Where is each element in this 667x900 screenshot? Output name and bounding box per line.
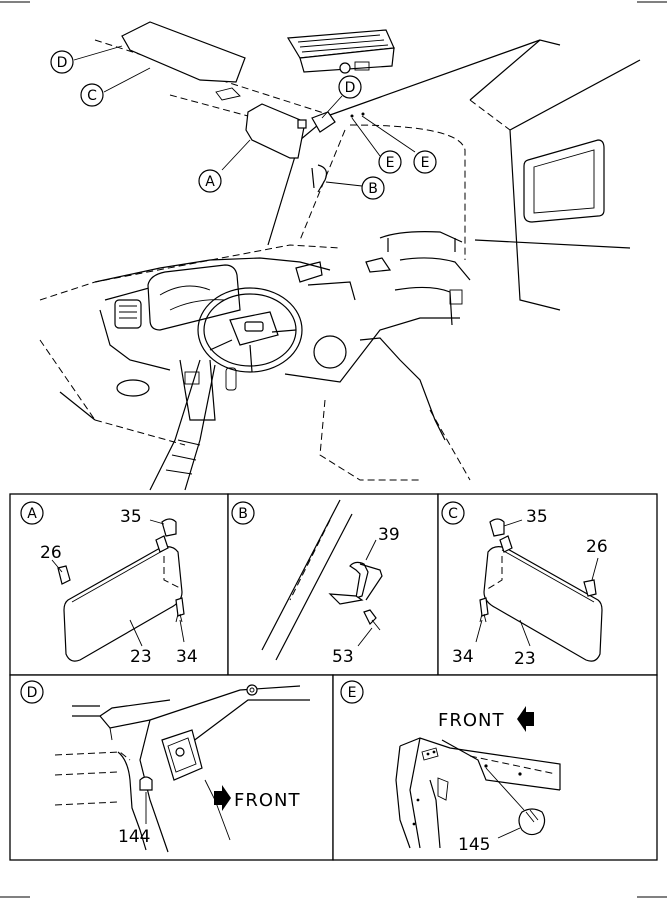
panel-e-leader	[497, 827, 521, 839]
svg-text:C: C	[87, 88, 97, 104]
callout-b-main: B	[361, 176, 385, 200]
detail-panel-b	[227, 493, 439, 676]
svg-text:C: C	[448, 506, 458, 522]
part-39-b: 39	[378, 525, 400, 545]
callout-a-main: A	[198, 169, 222, 193]
panel-c-leaders	[475, 519, 599, 647]
part-23-c: 23	[514, 649, 536, 669]
part-34-c: 34	[452, 647, 474, 667]
panel-a-leaders	[51, 519, 185, 647]
svg-text:E: E	[421, 155, 430, 171]
svg-text:D: D	[27, 685, 38, 701]
callout-e-right: E	[413, 150, 437, 174]
part-145-e: 145	[458, 835, 490, 855]
svg-text:A: A	[205, 174, 215, 190]
part-53-b: 53	[332, 647, 354, 667]
svg-text:E: E	[348, 685, 357, 701]
svg-text:D: D	[57, 55, 68, 71]
panel-e-letter: E	[340, 680, 364, 704]
callout-d-pillar: D	[338, 75, 362, 99]
svg-text:A: A	[27, 506, 37, 522]
svg-text:B: B	[238, 506, 248, 522]
front-label-e: FRONT	[438, 710, 505, 731]
svg-text:E: E	[386, 155, 395, 171]
part-26-c: 26	[586, 537, 608, 557]
assist-grip-drawing	[261, 499, 383, 661]
panel-b-leaders	[357, 539, 377, 647]
part-34-a: 34	[176, 647, 198, 667]
main-leader-lines	[73, 45, 416, 187]
callout-e-left: E	[378, 150, 402, 174]
panel-a-letter: A	[20, 501, 44, 525]
part-23-a: 23	[130, 647, 152, 667]
sun-visor-right-drawing	[479, 518, 603, 662]
panel-b-letter: B	[231, 501, 255, 525]
panel-c-letter: C	[441, 501, 465, 525]
part-144-d: 144	[118, 827, 150, 847]
front-arrow-d	[214, 785, 231, 811]
svg-text:B: B	[368, 181, 378, 197]
part-35-c: 35	[526, 507, 548, 527]
sun-visor-left-drawing	[57, 518, 185, 662]
panel-d-letter: D	[20, 680, 44, 704]
front-arrow-e	[517, 706, 534, 732]
detail-panel-e	[332, 674, 658, 861]
part-35-a: 35	[120, 507, 142, 527]
svg-text:D: D	[345, 80, 356, 96]
part-26-a: 26	[40, 543, 62, 563]
callout-c-main: C	[80, 83, 104, 107]
roof-rail-drawing	[395, 737, 561, 849]
front-label-d: FRONT	[234, 790, 301, 811]
callout-d-top: D	[50, 50, 74, 74]
